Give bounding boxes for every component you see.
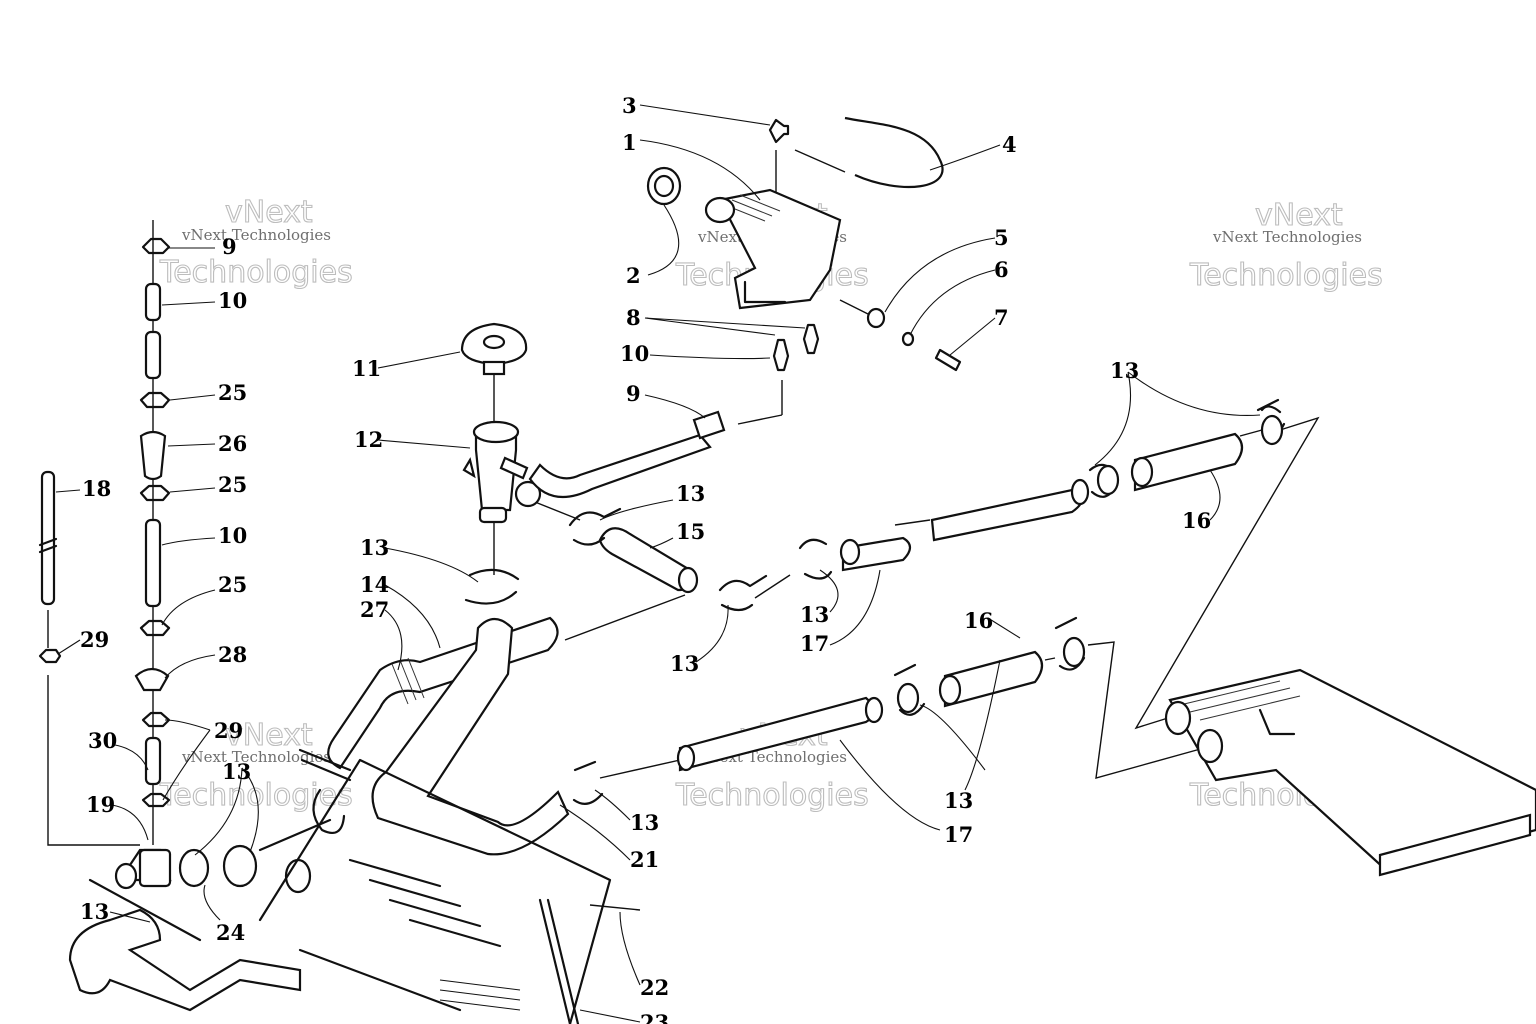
upper-hose-run: [528, 398, 1286, 612]
callout-14: 14: [360, 572, 389, 597]
callout-9-top: 9: [626, 381, 641, 406]
callout-13-mid-c: 13: [670, 651, 699, 676]
svg-text:vNext: vNext: [225, 718, 313, 753]
callout-10-lower: 10: [218, 523, 247, 548]
watermark-top-left: vNext vNext Technologies Technologies: [158, 194, 353, 290]
callout-5: 5: [994, 225, 1009, 250]
callout-17-upper: 17: [800, 631, 829, 656]
callout-2: 2: [626, 263, 641, 288]
callout-29-lower: 29: [214, 718, 243, 743]
callout-10-upper: 10: [218, 288, 247, 313]
callout-9-left: 9: [222, 234, 237, 259]
callout-11: 11: [352, 356, 381, 381]
overflow-bottle-bracket: [646, 116, 962, 372]
callout-18: 18: [82, 476, 111, 501]
callout-27: 27: [360, 597, 389, 622]
callout-13-left-lower: 13: [222, 759, 251, 784]
watermark-top-right: vNext vNext Technologies Technologies: [1188, 197, 1383, 293]
radiator-cap-filler-neck: [460, 322, 542, 524]
callout-21: 21: [630, 847, 659, 872]
callout-24: 24: [216, 920, 245, 945]
callout-13-lower-mid: 13: [630, 810, 659, 835]
svg-text:Technologies: Technologies: [159, 255, 353, 290]
callout-30: 30: [88, 728, 117, 753]
callout-29-upper: 29: [80, 627, 109, 652]
leader-lines: [55, 104, 1261, 1023]
left-tube-stack: [38, 237, 171, 808]
callout-15: 15: [676, 519, 705, 544]
callout-13-upper-right: 13: [1110, 358, 1139, 383]
callout-13-lower-right: 13: [944, 788, 973, 813]
callout-1: 1: [622, 130, 637, 155]
callout-22: 22: [640, 975, 669, 1000]
callout-numbers: 3 1 2 4 5 6 7 8 10 9 11 12 13 16 13 15 1…: [80, 93, 1211, 1024]
callout-4: 4: [1002, 132, 1017, 157]
svg-text:Technologies: Technologies: [1189, 258, 1383, 293]
svg-text:vNext Technologies: vNext Technologies: [1212, 228, 1362, 246]
watermark-bottom-left: vNext vNext Technologies Technologies: [158, 717, 353, 813]
svg-text:vNext Technologies: vNext Technologies: [181, 748, 331, 766]
lower-hose-run: [572, 616, 1086, 805]
callout-25-a: 25: [218, 380, 247, 405]
callout-26: 26: [218, 431, 247, 456]
callout-23: 23: [640, 1010, 669, 1024]
svg-text:vNext: vNext: [225, 195, 313, 230]
callout-19: 19: [86, 792, 115, 817]
callout-12: 12: [354, 427, 383, 452]
heat-exchanger: [1164, 668, 1536, 877]
svg-text:Technologies: Technologies: [675, 778, 869, 813]
assembly-axis-lines: [47, 149, 1320, 911]
callout-13-left-mid: 13: [360, 535, 389, 560]
svg-text:vNext Technologies: vNext Technologies: [181, 226, 331, 244]
radiator-and-lower-fittings: [68, 758, 612, 1024]
callout-3: 3: [622, 93, 637, 118]
callout-16-lower: 16: [964, 608, 993, 633]
callout-13-mid-b: 13: [800, 602, 829, 627]
callout-13-bottom-left: 13: [80, 899, 109, 924]
callout-6: 6: [994, 257, 1009, 282]
callout-28: 28: [218, 642, 247, 667]
y-hose-assembly: [298, 568, 570, 856]
callout-10-top: 10: [620, 341, 649, 366]
callout-8: 8: [626, 305, 641, 330]
callout-25-b: 25: [218, 472, 247, 497]
callout-7: 7: [994, 305, 1009, 330]
svg-text:vNext: vNext: [1255, 198, 1343, 233]
callout-17-lower: 17: [944, 822, 973, 847]
callout-25-c: 25: [218, 572, 247, 597]
callout-13-mid-a: 13: [676, 481, 705, 506]
callout-16-upper: 16: [1182, 508, 1211, 533]
